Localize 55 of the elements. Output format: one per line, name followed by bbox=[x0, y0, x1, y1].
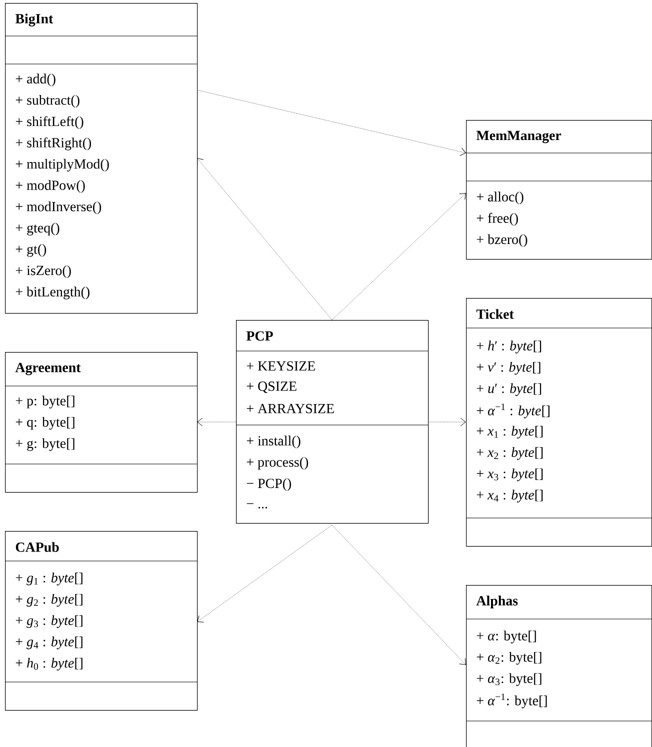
dependency-arrow bbox=[197, 158, 332, 320]
member-text: + add() bbox=[16, 74, 56, 86]
member-text: + gteq() bbox=[16, 222, 60, 236]
class-name: Agreement bbox=[15, 362, 81, 376]
member-text: + bitLength() bbox=[16, 286, 90, 300]
member-text: + v′ : byte[] bbox=[476, 362, 540, 375]
member-text: + x$_{4}$ : byte[] bbox=[476, 490, 543, 502]
member-text: + g$_{3}$ : byte[] bbox=[16, 615, 82, 628]
member-text: − ... bbox=[246, 503, 268, 508]
member-text: + α: byte[] bbox=[476, 630, 536, 644]
member-text: + modInverse() bbox=[16, 201, 102, 214]
member-text: + QSIZE bbox=[246, 382, 296, 394]
member-text: + bzero() bbox=[476, 234, 528, 247]
member-text: + α$_{2}$: byte[] bbox=[476, 652, 542, 665]
class-name: BigInt bbox=[15, 14, 54, 26]
dependency-arrow bbox=[196, 90, 466, 156]
member-text: + subtract() bbox=[16, 94, 80, 108]
member-text: + g: byte[] bbox=[16, 438, 74, 451]
member-text: + x$_{1}$ : byte[] bbox=[476, 426, 543, 439]
member-text: + shiftLeft() bbox=[16, 116, 84, 129]
class-name: CAPub bbox=[16, 542, 59, 552]
member-text: + modPow() bbox=[16, 180, 85, 193]
member-text: + α$^{−1}$: byte[] bbox=[476, 694, 547, 708]
dependency-arrow bbox=[332, 193, 466, 320]
class-name: MemManager bbox=[476, 130, 562, 144]
member-text: − PCP() bbox=[246, 478, 292, 491]
class-name: Ticket bbox=[476, 309, 514, 319]
member-text: + x$_{2}$ : byte[] bbox=[476, 447, 543, 460]
member-text: + gt() bbox=[16, 244, 46, 257]
member-text: + h$_{0}$ : byte[] bbox=[16, 658, 82, 671]
member-text: + free() bbox=[476, 212, 518, 226]
class-name: PCP bbox=[246, 331, 273, 341]
dependency-arrow bbox=[332, 524, 466, 665]
member-text: + g$_{1}$ : byte[] bbox=[16, 572, 82, 586]
member-text: + isZero() bbox=[16, 265, 71, 278]
member-text: + g$_{4}$ : byte[] bbox=[16, 636, 82, 650]
member-text: + h′ : byte[] bbox=[476, 340, 542, 354]
dependency-arrow bbox=[197, 418, 236, 426]
member-text: + u′ : byte[] bbox=[476, 383, 542, 396]
member-text: + ARRAYSIZE bbox=[246, 404, 334, 414]
member-text: + install() bbox=[246, 436, 300, 448]
member-text: + shiftRight() bbox=[16, 137, 92, 150]
member-text: + KEYSIZE bbox=[246, 361, 315, 371]
member-text: + α$^{−1}$ : byte[] bbox=[476, 404, 550, 418]
dependency-arrow bbox=[197, 524, 332, 622]
member-text: + q: byte[] bbox=[16, 416, 74, 430]
member-text: + alloc() bbox=[476, 192, 524, 204]
class-name: Alphas bbox=[476, 596, 518, 608]
member-text: + process() bbox=[246, 456, 308, 470]
member-text: + x$_{3}$ : byte[] bbox=[476, 468, 543, 482]
member-text: + g$_{2}$ : byte[] bbox=[16, 594, 82, 607]
member-text: + α$_{3}$: byte[] bbox=[476, 673, 542, 686]
member-text: + multiplyMod() bbox=[16, 158, 109, 172]
member-text: + p: byte[] bbox=[16, 396, 74, 408]
dependency-arrow bbox=[428, 418, 466, 426]
